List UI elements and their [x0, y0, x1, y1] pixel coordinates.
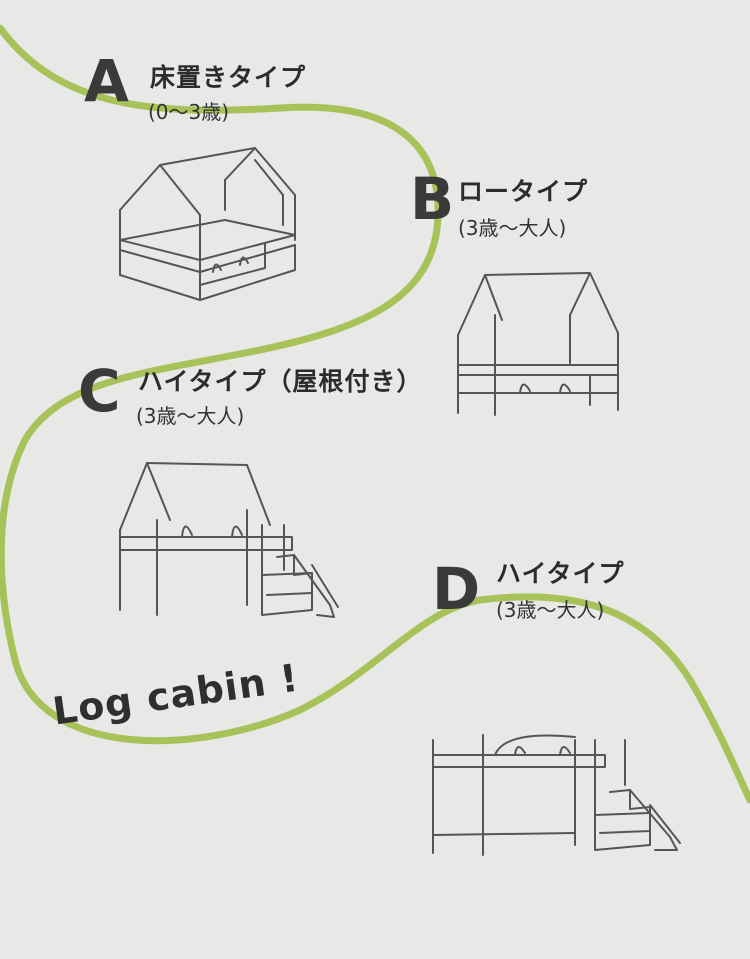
section-c-age: (3歳～大人) — [136, 404, 245, 428]
section-d-letter: D — [432, 555, 481, 623]
section-d-age: (3歳～大人) — [496, 598, 605, 622]
section-b-age: (3歳～大人) — [458, 216, 567, 240]
section-c-letter: C — [78, 357, 121, 425]
section-a-letter: A — [84, 47, 129, 115]
floor-bed-icon — [119, 147, 296, 301]
high-bed-icon — [432, 734, 681, 856]
section-b-letter: B — [410, 165, 455, 233]
section-b-title: ロータイプ — [458, 177, 589, 206]
section-a-title: 床置きタイプ — [150, 63, 307, 92]
section-d-title: ハイタイプ — [496, 559, 625, 588]
low-bed-icon — [457, 272, 619, 416]
section-c-title: ハイタイプ（屋根付き） — [138, 367, 423, 396]
section-a-age: (0～3歳) — [148, 100, 230, 124]
high-bed-roof-icon — [119, 462, 339, 618]
